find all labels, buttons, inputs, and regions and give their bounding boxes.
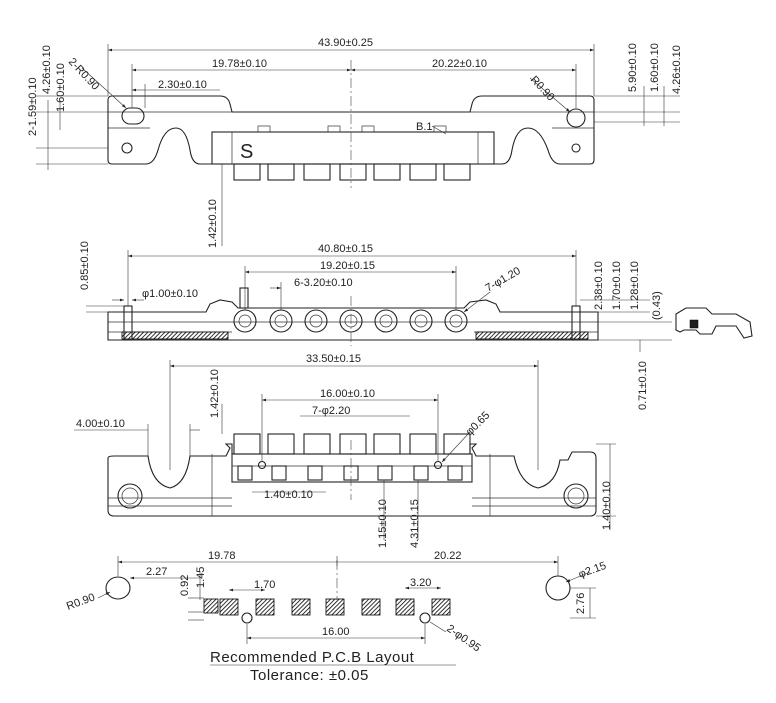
dim-post-dia: φ1.00±0.10 [142, 288, 198, 300]
caption-tolerance: Tolerance: ±0.05 [250, 667, 369, 684]
dim-overall-width: 43.90±0.25 [318, 37, 373, 49]
dim-right-height-a: 5.90±0.10 [627, 43, 639, 92]
dim-left-height-a: 4.26±0.10 [41, 45, 53, 94]
dim-right-height-b: 1.60±0.10 [649, 43, 661, 92]
top-view-body-outline [107, 95, 595, 165]
dim-pin-span: 19.20±0.15 [320, 260, 375, 272]
bottom-upper-pins [233, 433, 471, 455]
front-view-solder-left [121, 331, 229, 340]
front-stub-left [239, 287, 249, 309]
dim-front-right-height-a: 2.38±0.10 [593, 261, 605, 310]
top-view-dimensions: 43.90±0.25 19.78±0.10 20.22±0.10 2.30±0.… [27, 37, 683, 248]
pcb-pads [203, 598, 451, 616]
dim-front-width: 40.80±0.15 [318, 243, 373, 255]
bottom-small-hole-left [257, 460, 267, 470]
dim-pcb-right-dia: φ2.15 [577, 560, 608, 581]
dim-ref-height: (0.43) [651, 291, 663, 320]
dim-front-left-height: 0.85±0.10 [79, 241, 91, 290]
left-small-hole [121, 142, 133, 154]
dim-left-span: 19.78±0.10 [212, 58, 267, 70]
side-view-contact [689, 319, 699, 329]
left-oval-hole [121, 107, 145, 125]
dim-right-radius: R0.90 [528, 74, 557, 104]
pcb-left-oval [105, 576, 131, 600]
caption-title: Recommended P.C.B Layout [210, 649, 415, 666]
dim-hole-offset: 2.30±0.10 [158, 79, 207, 91]
dim-pcb-v-a: 0.92 [179, 575, 191, 596]
top-pins-upper [257, 125, 447, 133]
bottom-left-hole [117, 483, 143, 509]
dim-pitch: 6-3.20±0.10 [294, 277, 353, 289]
side-view [675, 307, 753, 339]
pcb-layout [105, 560, 571, 624]
top-view: S B.1 [107, 60, 595, 188]
front-view-solder-right [475, 331, 589, 340]
dim-pcb-left-span: 19.78 [208, 550, 236, 562]
top-pins-lower [233, 163, 471, 181]
dim-pcb-hole-dia: 2-φ0.95 [444, 623, 482, 655]
side-view-outline [675, 307, 753, 339]
dim-depth-b: 4.31±0.15 [409, 499, 421, 548]
marking-letter: S [240, 141, 253, 163]
dim-pcb-right-height: 2.76 [575, 593, 587, 614]
dim-depth-a: 1.15±0.10 [377, 499, 389, 548]
dim-pcb-offset: 2.27 [146, 566, 167, 578]
dim-pad-offset: 1.40±0.10 [264, 489, 313, 501]
bottom-right-hole [563, 483, 589, 509]
pcb-right-hole [545, 575, 571, 601]
bottom-view [107, 433, 597, 517]
dim-front-bottom-height: 0.71±0.10 [637, 361, 649, 410]
front-view-outline [107, 299, 599, 341]
dim-right-span: 20.22±0.10 [432, 58, 487, 70]
dim-bottom-pin-height: 1.42±0.10 [209, 369, 221, 418]
right-round-hole [566, 108, 586, 128]
right-small-hole [571, 143, 581, 153]
pcb-small-hole-left [241, 612, 253, 624]
dim-pcb-right-span: 20.22 [434, 550, 462, 562]
dim-bottom-right-height: 1.40±0.10 [601, 481, 613, 530]
dim-slot-width: 4.00±0.10 [76, 418, 125, 430]
dim-small-dia: φ0.65 [464, 409, 493, 438]
front-view-dimensions: 40.80±0.15 19.20±0.15 6-3.20±0.10 7-φ1.2… [79, 241, 672, 410]
bottom-small-hole-right [433, 460, 443, 470]
dim-bottom-width: 33.50±0.15 [306, 353, 361, 365]
front-view-holes [233, 309, 468, 333]
dim-left-radius: 2-R0.90 [66, 56, 101, 93]
front-view [107, 287, 599, 346]
dim-left-height-c: 2-1.59±0.10 [27, 77, 39, 136]
pcb-small-hole-right [419, 612, 431, 624]
dim-pin-height: 1.42±0.10 [207, 199, 219, 248]
dim-pcb-pad-pitch: 1.70 [254, 579, 275, 591]
bottom-view-dimensions: 33.50±0.15 4.00±0.10 1.42±0.10 16.00±0.1… [74, 353, 616, 548]
housing [211, 131, 495, 165]
dim-right-height-c: 4.26±0.10 [671, 45, 683, 94]
dim-bottom-pad-dia: 7-φ2.20 [312, 405, 350, 417]
dim-front-right-height-b: 1.70±0.10 [611, 261, 623, 310]
dim-pcb-left-radius: R0.90 [65, 592, 97, 613]
dim-pcb-pad-gap: 3.20 [410, 577, 431, 589]
marking-leader [431, 125, 447, 135]
bottom-lower-pins [237, 465, 463, 481]
dim-bottom-pad-span: 16.00±0.10 [320, 388, 375, 400]
dim-left-height-b: 1.60±0.10 [55, 63, 67, 112]
marking-b1: B.1 [416, 121, 433, 133]
dim-front-right-height-c: 1.28±0.10 [629, 261, 641, 310]
dim-hole-dia: 7-φ1.20 [484, 265, 523, 295]
bottom-view-outline [107, 443, 597, 517]
dim-pcb-v-b: 1.45 [195, 567, 207, 588]
dim-pcb-pad-span: 16.00 [322, 626, 350, 638]
